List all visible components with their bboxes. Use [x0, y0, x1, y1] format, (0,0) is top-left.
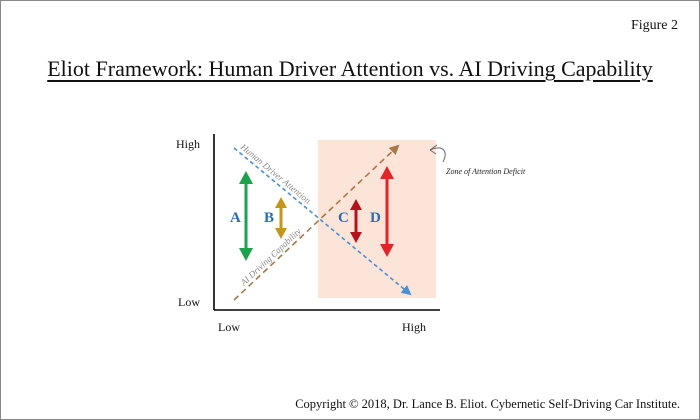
- zone-pointer-arrowhead: [429, 144, 438, 155]
- arrow-a: [239, 171, 253, 261]
- arrow-d: [380, 166, 394, 257]
- arrow-d-label: D: [370, 210, 381, 226]
- x-axis-low-label: Low: [218, 320, 240, 334]
- zone-label: Zone of Attention Deficit: [446, 167, 526, 176]
- arrow-c: [350, 199, 362, 243]
- figure-title: Eliot Framework: Human Driver Attention …: [47, 56, 653, 81]
- copyright-notice: Copyright © 2018, Dr. Lance B. Eliot. Cy…: [295, 397, 680, 411]
- human-attention-label: Human Driver Attention: [238, 141, 313, 206]
- y-axis-low-label: Low: [178, 295, 200, 309]
- arrow-b-label: B: [264, 210, 274, 226]
- zone-pointer-curve: [429, 147, 446, 163]
- arrow-a-label: A: [230, 210, 241, 226]
- x-axis-high-label: High: [402, 320, 426, 334]
- arrow-b: [275, 197, 287, 239]
- arrow-c-label: C: [338, 210, 349, 226]
- figure-label: Figure 2: [630, 18, 678, 33]
- y-axis-high-label: High: [176, 137, 200, 151]
- human-attention-line: [233, 147, 412, 296]
- ai-capability-line: [233, 144, 400, 301]
